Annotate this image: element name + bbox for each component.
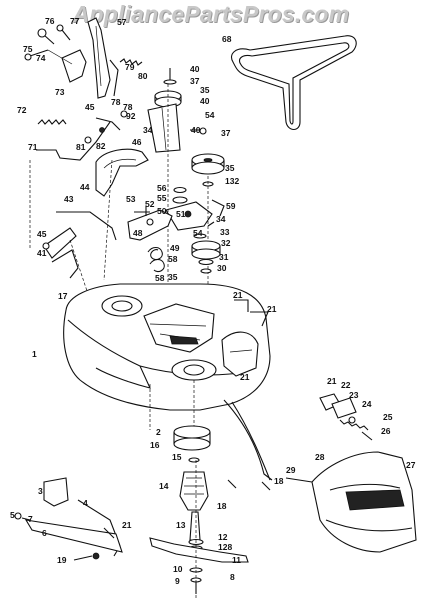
- part-label-p4: 4: [83, 498, 88, 508]
- part-label-p50: 50: [157, 206, 167, 216]
- part-label-p58: 58: [168, 254, 178, 264]
- part-label-p45b: 45: [37, 229, 47, 239]
- part-label-p53: 53: [126, 194, 136, 204]
- belt-cover-assembly: [223, 393, 417, 553]
- part-label-p34: 34: [143, 125, 153, 135]
- part-label-p24: 24: [362, 399, 372, 409]
- part-label-p26: 26: [381, 426, 391, 436]
- part-label-p5: 5: [10, 510, 15, 520]
- part-label-p31: 31: [219, 252, 229, 262]
- part-label-p92: 92: [126, 111, 136, 121]
- part-label-p40c: 40: [191, 125, 201, 135]
- part-label-p32: 32: [221, 238, 231, 248]
- part-label-p7: 7: [28, 514, 33, 524]
- part-label-p48: 48: [133, 228, 143, 238]
- part-label-p57: 57: [117, 17, 127, 27]
- part-label-p28: 28: [315, 452, 325, 462]
- part-label-p82: 82: [96, 141, 106, 151]
- part-label-p18a: 18: [217, 501, 227, 511]
- part-label-p46: 46: [132, 137, 142, 147]
- part-label-p33: 33: [220, 227, 230, 237]
- part-label-p22: 22: [341, 380, 351, 390]
- part-label-p43: 43: [64, 194, 74, 204]
- part-label-p80: 80: [138, 71, 148, 81]
- part-label-p35b: 35: [225, 163, 235, 173]
- mower-deck: [63, 283, 271, 450]
- part-label-p2: 2: [156, 427, 161, 437]
- idler-pulley-stack: [147, 68, 225, 320]
- part-label-p34b: 34: [216, 214, 226, 224]
- part-label-p35c: 35: [168, 272, 178, 282]
- part-label-p13: 13: [176, 520, 186, 530]
- part-label-p18b: 18: [274, 476, 284, 486]
- part-label-p21c: 21: [240, 372, 250, 382]
- part-label-p59: 59: [226, 201, 236, 211]
- part-label-p55: 55: [157, 193, 167, 203]
- part-label-p16: 16: [150, 440, 160, 450]
- part-label-p68: 68: [222, 34, 232, 44]
- part-label-p78: 78: [111, 97, 121, 107]
- part-label-p54b: 54: [193, 228, 203, 238]
- part-label-p10: 10: [173, 564, 183, 574]
- part-label-p14: 14: [159, 481, 169, 491]
- part-label-p51: 51: [176, 209, 186, 219]
- part-label-p49: 49: [170, 243, 180, 253]
- part-label-p37b: 37: [221, 128, 231, 138]
- control-linkage: [24, 17, 143, 250]
- part-label-p1: 1: [32, 349, 37, 359]
- part-label-p73: 73: [55, 87, 65, 97]
- part-label-p72: 72: [17, 105, 27, 115]
- part-label-p52: 52: [145, 199, 155, 209]
- part-label-p35a: 35: [200, 85, 210, 95]
- part-label-p81: 81: [76, 142, 86, 152]
- part-label-p79: 79: [125, 62, 135, 72]
- part-label-p9: 9: [175, 576, 180, 586]
- part-label-p44: 44: [80, 182, 90, 192]
- part-label-p25: 25: [383, 412, 393, 422]
- part-label-p21e: 21: [122, 520, 132, 530]
- part-label-p41: 41: [37, 248, 47, 258]
- part-label-p74: 74: [36, 53, 46, 63]
- part-label-p132: 132: [225, 176, 239, 186]
- part-label-p40a: 40: [190, 64, 200, 74]
- part-label-p21d: 21: [327, 376, 337, 386]
- deck-hanger-parts: [14, 477, 123, 561]
- part-label-p37a: 37: [190, 76, 200, 86]
- blade-spindle-assembly: [149, 425, 249, 600]
- part-label-p17: 17: [58, 291, 68, 301]
- part-label-p6: 6: [42, 528, 47, 538]
- part-label-p71: 71: [28, 142, 38, 152]
- part-label-p77: 77: [70, 16, 80, 26]
- part-label-p21b: 21: [267, 304, 277, 314]
- idler-bracket-group: [42, 148, 173, 301]
- part-label-p56: 56: [157, 183, 167, 193]
- part-label-p11: 11: [232, 555, 241, 565]
- part-label-p12: 12: [218, 532, 228, 542]
- part-label-p21a: 21: [233, 290, 243, 300]
- part-label-p27: 27: [406, 460, 416, 470]
- part-label-p78b: 78: [123, 102, 133, 112]
- part-label-p30: 30: [217, 263, 227, 273]
- part-label-p76: 76: [45, 16, 55, 26]
- part-label-p3: 3: [38, 486, 43, 496]
- part-label-p45a: 45: [85, 102, 95, 112]
- part-label-p8: 8: [230, 572, 235, 582]
- drive-belt: [231, 35, 357, 131]
- part-label-p23: 23: [349, 390, 359, 400]
- part-label-p29: 29: [286, 465, 296, 475]
- part-label-p58b: 58: [155, 273, 165, 283]
- part-label-p128: 128: [218, 542, 232, 552]
- part-label-p15: 15: [172, 452, 182, 462]
- part-label-p54: 54: [205, 110, 215, 120]
- part-label-p75: 75: [23, 44, 33, 54]
- part-label-p40b: 40: [200, 96, 210, 106]
- part-label-p19: 19: [57, 555, 67, 565]
